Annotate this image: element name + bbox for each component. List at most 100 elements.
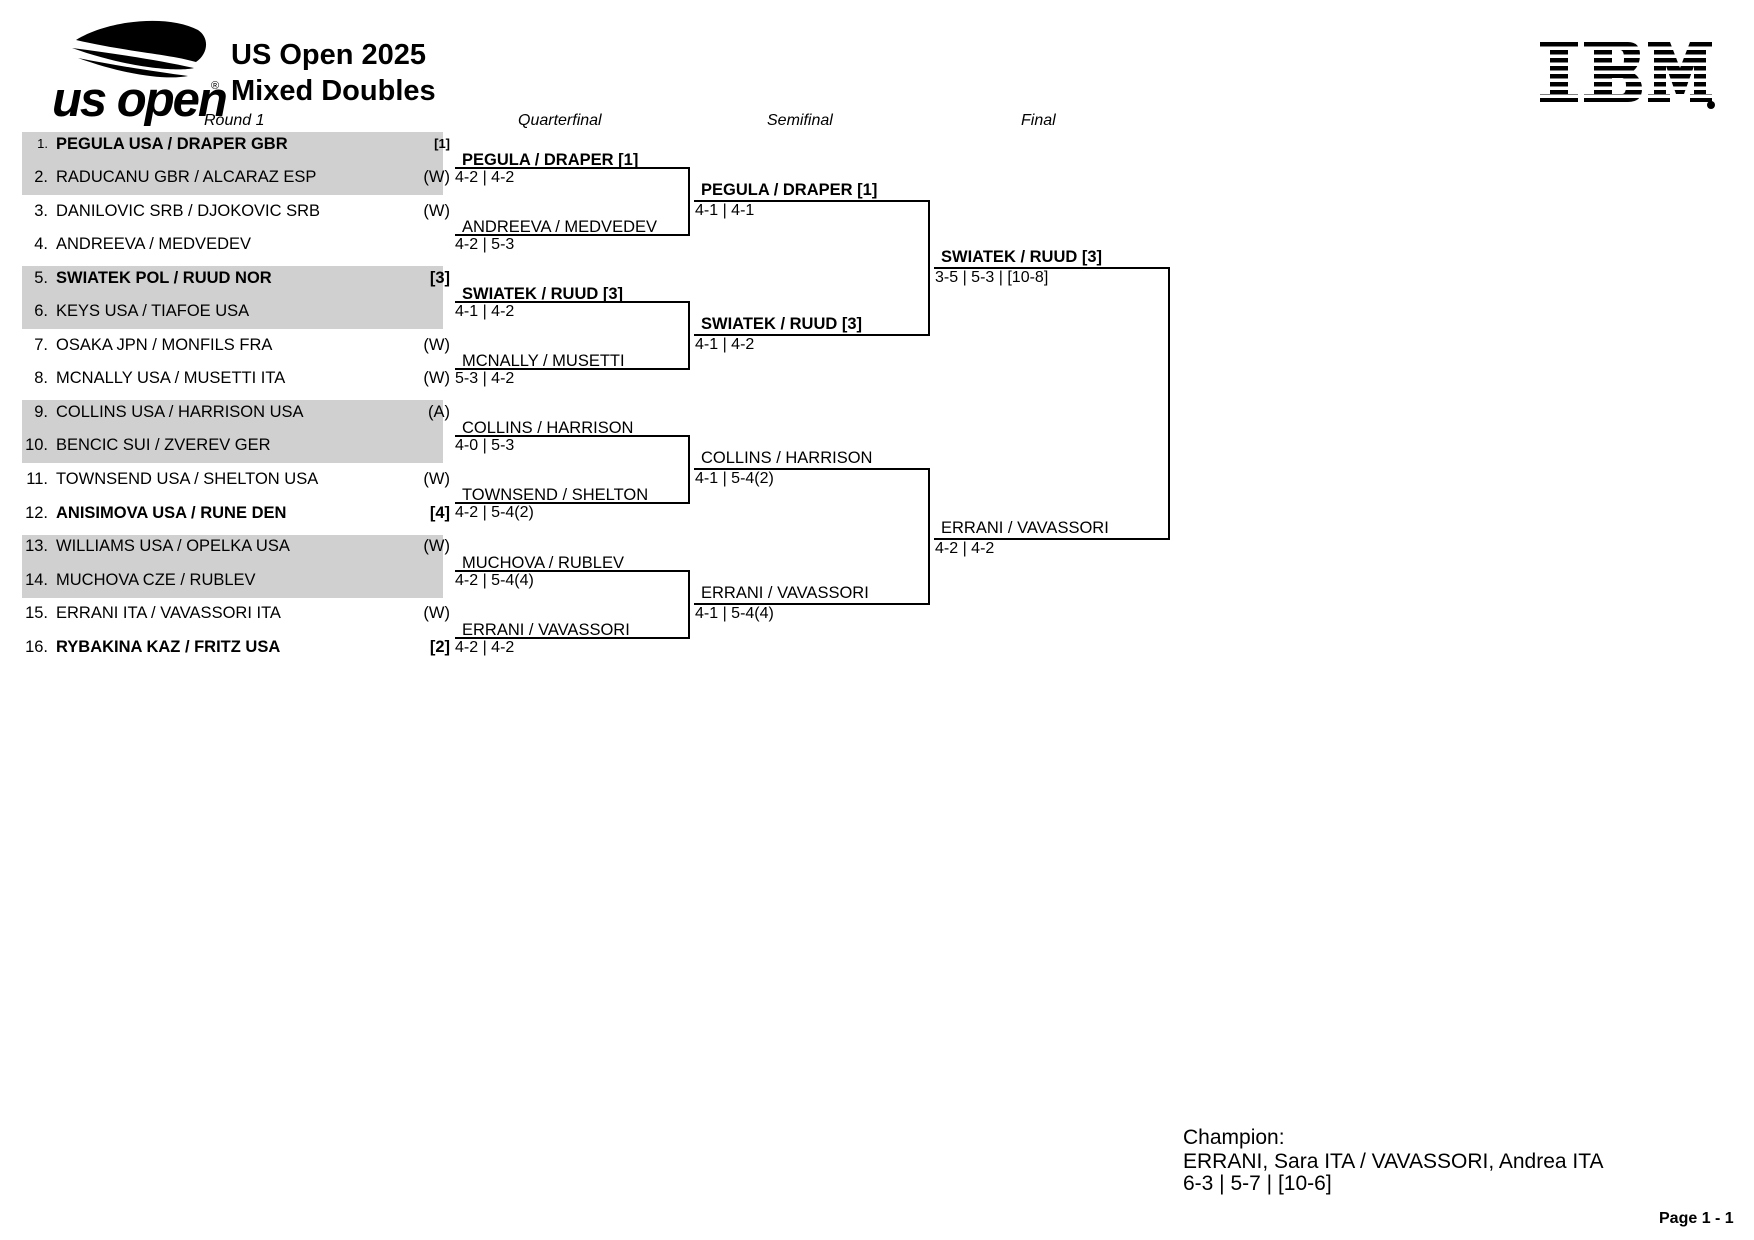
final-winner: ERRANI / VAVASSORI [941,519,1109,537]
bracket-line [688,570,690,639]
draw-number: 9. [34,403,48,421]
bracket-line [934,267,1170,269]
draw-number: 1. [37,136,48,151]
bracket-line [688,435,690,504]
quarterfinal-winner: ERRANI / VAVASSORI [462,621,630,639]
draw-number: 16. [25,638,48,656]
match-score: 4-2 | 4-2 [455,639,515,656]
bracket-line [694,200,930,202]
draw-number: 8. [34,369,48,387]
round-header-final: Final [1021,112,1056,129]
champion-score: 6-3 | 5-7 | [10-6] [1183,1172,1332,1195]
bracket-line [455,570,690,572]
draw-number: 11. [26,470,48,488]
page-subtitle: Mixed Doubles [231,75,436,107]
registered-mark-icon [1707,101,1715,109]
quarterfinal-winner: TOWNSEND / SHELTON [462,486,649,504]
bracket-line [455,167,690,169]
draw-seed: [3] [429,269,450,287]
round-header-round1: Round 1 [204,112,265,129]
draw-band [22,132,443,195]
draw-entry: 10. BENCIC SUI / ZVEREV GER [22,434,450,456]
draw-name: BENCIC SUI / ZVEREV GER [56,436,271,454]
draw-number: 3. [34,202,48,220]
quarterfinal-winner: ANDREEVA / MEDVEDEV [462,218,657,236]
draw-name: RADUCANU GBR / ALCARAZ ESP [56,168,317,186]
draw-name: COLLINS USA / HARRISON USA [56,403,304,421]
round-header-quarterfinal: Quarterfinal [518,112,602,129]
quarterfinal-winner: MCNALLY / MUSETTI [462,352,625,370]
match-score: 4-1 | 5-4(2) [695,470,774,487]
draw-name: OSAKA JPN / MONFILS FRA [56,336,273,354]
match-score: 4-2 | 5-3 [455,236,515,253]
draw-entry: 15. ERRANI ITA / VAVASSORI ITA (W) [22,602,450,624]
semifinal-winner: COLLINS / HARRISON [701,449,873,467]
draw-name: MCNALLY USA / MUSETTI ITA [56,369,286,387]
draw-name: DANILOVIC SRB / DJOKOVIC SRB [56,202,321,220]
final-winner: SWIATEK / RUUD [3] [941,248,1103,266]
champion-names: ERRANI, Sara ITA / VAVASSORI, Andrea ITA [1183,1150,1604,1173]
draw-tag: (W) [423,168,450,186]
draw-name: KEYS USA / TIAFOE USA [56,302,250,320]
registered-mark: ® [211,80,220,92]
draw-entry: 8. MCNALLY USA / MUSETTI ITA (W) [22,367,450,389]
bracket-line [688,167,690,236]
semifinal-winner: PEGULA / DRAPER [1] [701,181,878,199]
draw-entry: 11. TOWNSEND USA / SHELTON USA (W) [22,468,450,490]
quarterfinal-winner: COLLINS / HARRISON [462,419,634,437]
semifinal-winner: ERRANI / VAVASSORI [701,584,869,602]
draw-entry: 4. ANDREEVA / MEDVEDEV [22,233,450,255]
draw-entry: 14. MUCHOVA CZE / RUBLEV [22,569,450,591]
page-number: Page 1 - 1 [1659,1210,1734,1227]
match-score: 4-1 | 4-2 [695,336,755,353]
draw-band [22,266,443,329]
draw-tag: (W) [423,470,450,488]
match-score: 4-0 | 5-3 [455,437,515,454]
bracket-line [455,368,690,370]
tennis-ball-swoosh-icon [72,20,207,78]
draw-tag: (W) [423,369,450,387]
draw-entry: 16. RYBAKINA KAZ / FRITZ USA [2] [22,636,450,658]
draw-entry: 7. OSAKA JPN / MONFILS FRA (W) [22,334,450,356]
bracket-line [694,334,930,336]
draw-tag: (W) [423,336,450,354]
quarterfinal-winner: MUCHOVA / RUBLEV [462,554,624,572]
bracket-line [694,603,930,605]
champion-label: Champion: [1183,1126,1285,1149]
draw-number: 10. [25,436,48,454]
bracket-line [694,468,930,470]
bracket-line [934,538,1170,540]
draw-tag: (A) [428,403,450,421]
match-score: 4-2 | 4-2 [935,540,995,557]
semifinal-winner: SWIATEK / RUUD [3] [701,315,863,333]
draw-name: SWIATEK POL / RUUD NOR [56,269,272,287]
bracket-line [455,234,690,236]
match-score: 4-1 | 4-2 [455,303,515,320]
draw-band [22,400,443,463]
match-score: 4-2 | 5-4(4) [455,572,534,589]
us-open-wordmark: us open [52,73,228,127]
draw-name: PEGULA USA / DRAPER GBR [56,135,288,153]
match-score: 4-2 | 5-4(2) [455,504,534,521]
bracket-line [455,301,690,303]
draw-seed: [4] [429,504,450,522]
page-title: US Open 2025 [231,39,427,71]
us-open-logo [48,18,223,128]
draw-number: 4. [34,235,48,253]
draw-tag: (W) [423,604,450,622]
quarterfinal-winner: SWIATEK / RUUD [3] [462,285,624,303]
draw-seed: [1] [434,136,450,151]
draw-number: 14. [25,571,48,589]
draw-seed: [2] [429,638,450,656]
draw-name: MUCHOVA CZE / RUBLEV [56,571,256,589]
bracket-line [455,637,690,639]
draw-name: ERRANI ITA / VAVASSORI ITA [56,604,281,622]
draw-number: 6. [34,302,48,320]
quarterfinal-winner: PEGULA / DRAPER [1] [462,151,639,169]
draw-entry: 1. PEGULA USA / DRAPER GBR [1] [22,133,450,155]
match-score: 4-2 | 4-2 [455,169,515,186]
draw-entry: 2. RADUCANU GBR / ALCARAZ ESP (W) [22,166,450,188]
match-score: 3-5 | 5-3 | [10-8] [935,269,1049,286]
match-score: 5-3 | 4-2 [455,370,515,387]
draw-number: 13. [25,537,48,555]
